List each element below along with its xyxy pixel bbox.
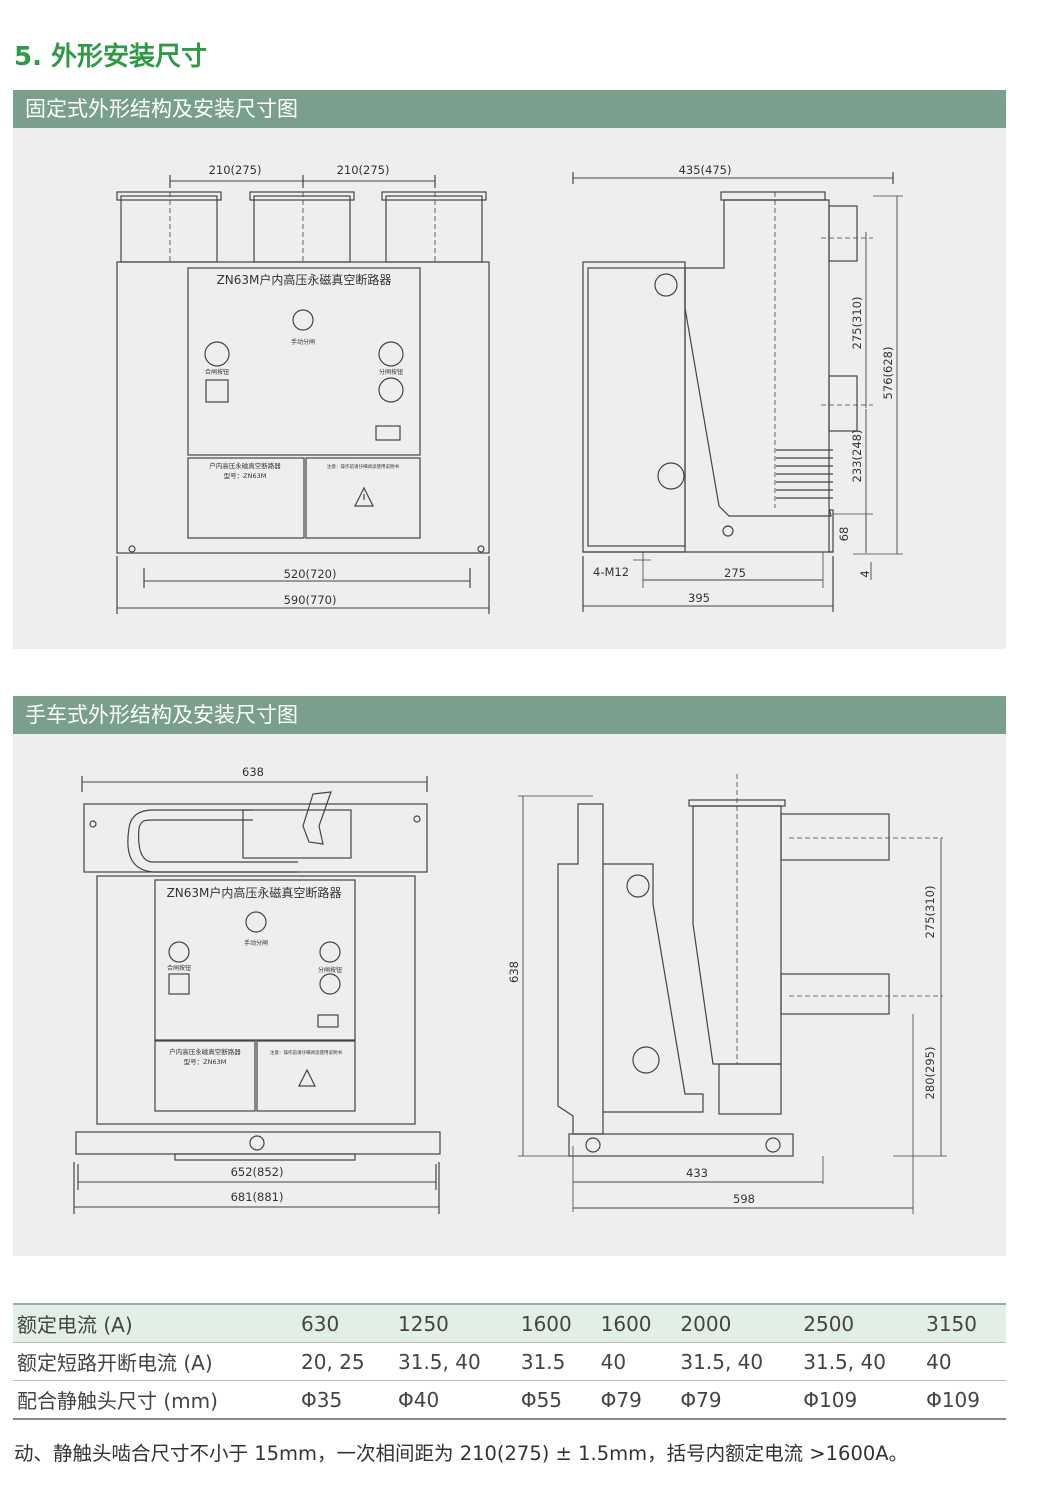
dim-front-pitch-right: 210(275) [337, 163, 390, 177]
close-button-icon [204, 341, 230, 367]
trolley-front-nameplate: ZN63M户内高压永磁真空断路器 [167, 885, 342, 900]
dim-trolley-front-681: 681(881) [231, 1190, 284, 1204]
trolley-manual-open-label: 手动分闸 [244, 939, 268, 947]
front-housing [116, 261, 490, 554]
table-cell: 31.5, 40 [394, 1342, 517, 1381]
dim-trolley-side-598: 598 [733, 1192, 755, 1206]
table-cell: 1250 [394, 1303, 517, 1343]
trolley-plate-right-text: 注意：操作前请仔细阅读使用说明书 [270, 1049, 342, 1056]
open-button-label: 分闸按钮 [379, 368, 403, 376]
table-cell: 额定电流 (A) [13, 1303, 297, 1343]
table-row: 配合静触头尺寸 (mm) Φ35 Φ40 Φ55 Φ79 Φ79 Φ109 Φ1… [13, 1380, 1006, 1420]
warning-icon [354, 486, 374, 507]
trolley-type-header: 手车式外形结构及安装尺寸图 [13, 696, 1006, 734]
section-title: 5. 外形安装尺寸 [14, 42, 208, 72]
dim-side-m12: 4-M12 [593, 565, 629, 579]
table-cell: 40 [922, 1342, 1006, 1381]
manual-open-label: 手动分闸 [291, 338, 315, 346]
plate-left-line1: 户内高压永磁真空断路器 [209, 461, 281, 470]
table-cell: Φ35 [297, 1380, 394, 1420]
fixed-type-header: 固定式外形结构及安装尺寸图 [13, 90, 1006, 128]
rating-table: 额定电流 (A) 630 1250 1600 1600 2000 2500 31… [13, 1303, 1006, 1420]
table-cell: 1600 [596, 1303, 677, 1343]
table-cell: 1600 [516, 1303, 597, 1343]
open-button-icon [378, 341, 404, 367]
table-row: 额定短路开断电流 (A) 20, 25 31.5, 40 31.5 40 31.… [13, 1342, 1006, 1381]
pole-bushing-left [120, 195, 218, 263]
table-cell: 2000 [676, 1303, 800, 1343]
trolley-plate-left-line2: 型号：ZN63M [184, 1057, 227, 1066]
dim-side-395: 395 [688, 591, 710, 605]
dim-side-275: 275(310) [850, 297, 864, 350]
trolley-warning-icon [298, 1068, 316, 1087]
front-nameplate: ZN63M户内高压永磁真空断路器 [217, 272, 392, 287]
table-cell: 配合静触头尺寸 (mm) [13, 1380, 297, 1420]
trolley-top-mechanism [242, 809, 352, 859]
table-cell: 20, 25 [297, 1342, 394, 1381]
plate-left-line2: 型号：ZN63M [224, 471, 267, 480]
table-cell: 40 [596, 1342, 677, 1381]
upper-contact-arm [780, 813, 890, 861]
table-cell: Φ79 [596, 1380, 677, 1420]
table-cell: 31.5 [516, 1342, 597, 1381]
dim-side-68: 68 [837, 527, 851, 542]
pole-bushing-right [385, 195, 483, 263]
table-cell: Φ109 [799, 1380, 923, 1420]
fixed-type-drawing-panel: 210(275) 210(275) ZN63M户内高压永磁真空断路器 手动分闸 … [13, 128, 1006, 649]
dim-trolley-side-638: 638 [507, 961, 521, 983]
trolley-close-button-label: 合闸按钮 [167, 964, 191, 972]
side-housing [582, 261, 686, 553]
dim-side-576: 576(628) [881, 347, 895, 400]
table-cell: 2500 [799, 1303, 923, 1343]
footnote: 动、静触头啮合尺寸不小于 15mm，一次相间距为 210(275) ± 1.5m… [14, 1442, 909, 1465]
dim-front-590: 590(770) [284, 593, 337, 607]
dim-front-pitch-left: 210(275) [209, 163, 262, 177]
dim-trolley-front-638: 638 [242, 765, 264, 779]
trolley-side-panel [557, 803, 604, 1135]
dim-trolley-front-652: 652(852) [231, 1165, 284, 1179]
trolley-type-drawing-panel: 638 ZN63M户内高压永磁真空断路器 手动分闸 合闸按钮 分闸按钮 户内高压… [13, 734, 1006, 1256]
trolley-type-drawing: 638 ZN63M户内高压永磁真空断路器 手动分闸 合闸按钮 分闸按钮 户内高压… [73, 765, 947, 1214]
table-cell: 630 [297, 1303, 394, 1343]
table-cell: Φ109 [922, 1380, 1006, 1420]
trolley-front-housing [96, 875, 416, 1125]
dim-side-233: 233(248) [850, 430, 864, 483]
fixed-type-drawing: 210(275) 210(275) ZN63M户内高压永磁真空断路器 手动分闸 … [116, 163, 903, 614]
dim-front-520: 520(720) [284, 567, 337, 581]
dim-side-275-base: 275 [724, 566, 746, 580]
table-cell: 31.5, 40 [676, 1342, 800, 1381]
table-cell: 3150 [922, 1303, 1006, 1343]
dim-side-4: 4 [858, 570, 872, 577]
table-cell: Φ40 [394, 1380, 517, 1420]
lower-contact-arm [780, 973, 890, 1015]
dim-trolley-side-275: 275(310) [923, 886, 937, 939]
close-button-label: 合闸按钮 [205, 368, 229, 376]
trolley-plate-left-line1: 户内高压永磁真空断路器 [169, 1047, 241, 1056]
table-cell: 额定短路开断电流 (A) [13, 1342, 297, 1381]
plate-right-text: 注意：操作前请仔细阅读使用说明书 [327, 463, 399, 470]
front-control-panel [187, 267, 421, 456]
dim-trolley-side-280: 280(295) [923, 1047, 937, 1100]
trolley-open-button-label: 分闸按钮 [318, 966, 342, 974]
dim-trolley-side-433: 433 [686, 1166, 708, 1180]
trolley-chassis [75, 1131, 441, 1155]
table-cell: Φ79 [676, 1380, 800, 1420]
table-cell: Φ55 [516, 1380, 597, 1420]
table-row: 额定电流 (A) 630 1250 1600 1600 2000 2500 31… [13, 1303, 1006, 1343]
dim-side-435: 435(475) [679, 163, 732, 177]
pole-bushing-middle [253, 195, 351, 263]
table-cell: 31.5, 40 [799, 1342, 923, 1381]
